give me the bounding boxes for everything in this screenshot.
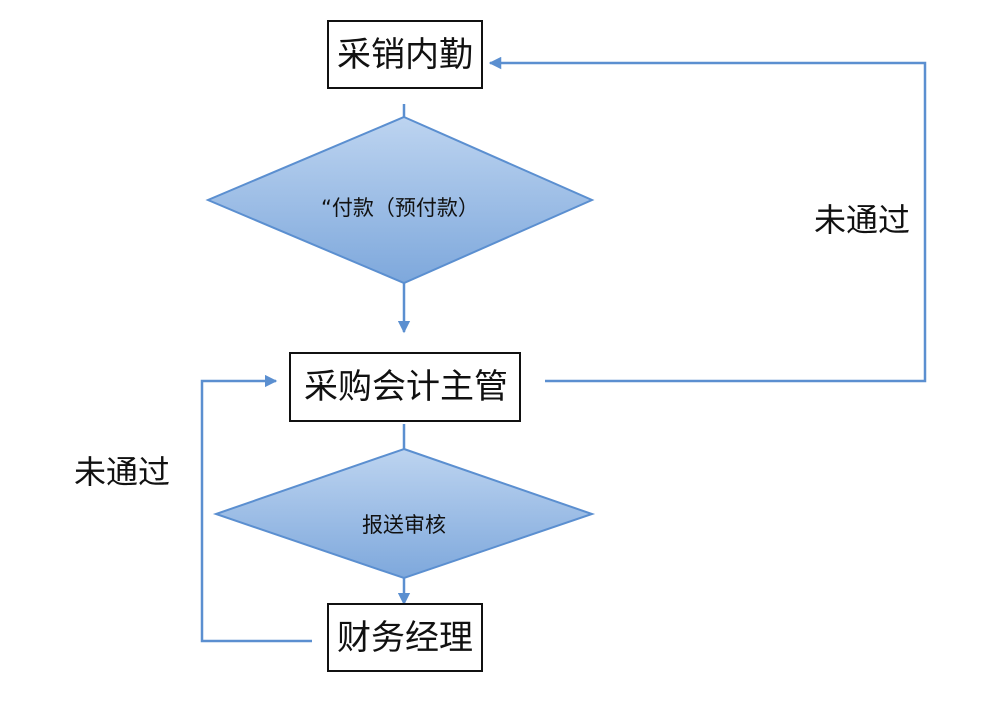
connector-right-reject-loop [488, 56, 927, 383]
edge-label-right-reject: 未通过 [814, 201, 910, 239]
connectors [200, 56, 927, 643]
node-review-decision: 报送审核 [212, 447, 596, 580]
node-review-decision-label: 报送审核 [362, 513, 446, 537]
node-review-decision-diamond [212, 447, 596, 580]
node-sales-staff-label: 采销内勤 [337, 35, 473, 75]
node-supervisor-box [289, 352, 521, 422]
node-payment-decision: “付款（预付款） [205, 115, 595, 285]
node-supervisor-label: 采购会计主管 [304, 367, 508, 407]
edge-label-left-reject: 未通过 [74, 453, 170, 491]
connector-left-reject-loop [200, 374, 312, 643]
node-payment-decision-label: “付款（预付款） [321, 196, 479, 220]
node-sales-staff-box [327, 20, 483, 89]
node-sales-staff: 采销内勤 [327, 20, 483, 89]
node-finance-manager-box [327, 603, 483, 672]
node-finance-manager: 财务经理 [327, 603, 483, 672]
node-payment-decision-diamond [205, 115, 595, 285]
node-purchase-accounting-supervisor: 采购会计主管 [289, 352, 521, 422]
node-finance-manager-label: 财务经理 [337, 618, 473, 658]
